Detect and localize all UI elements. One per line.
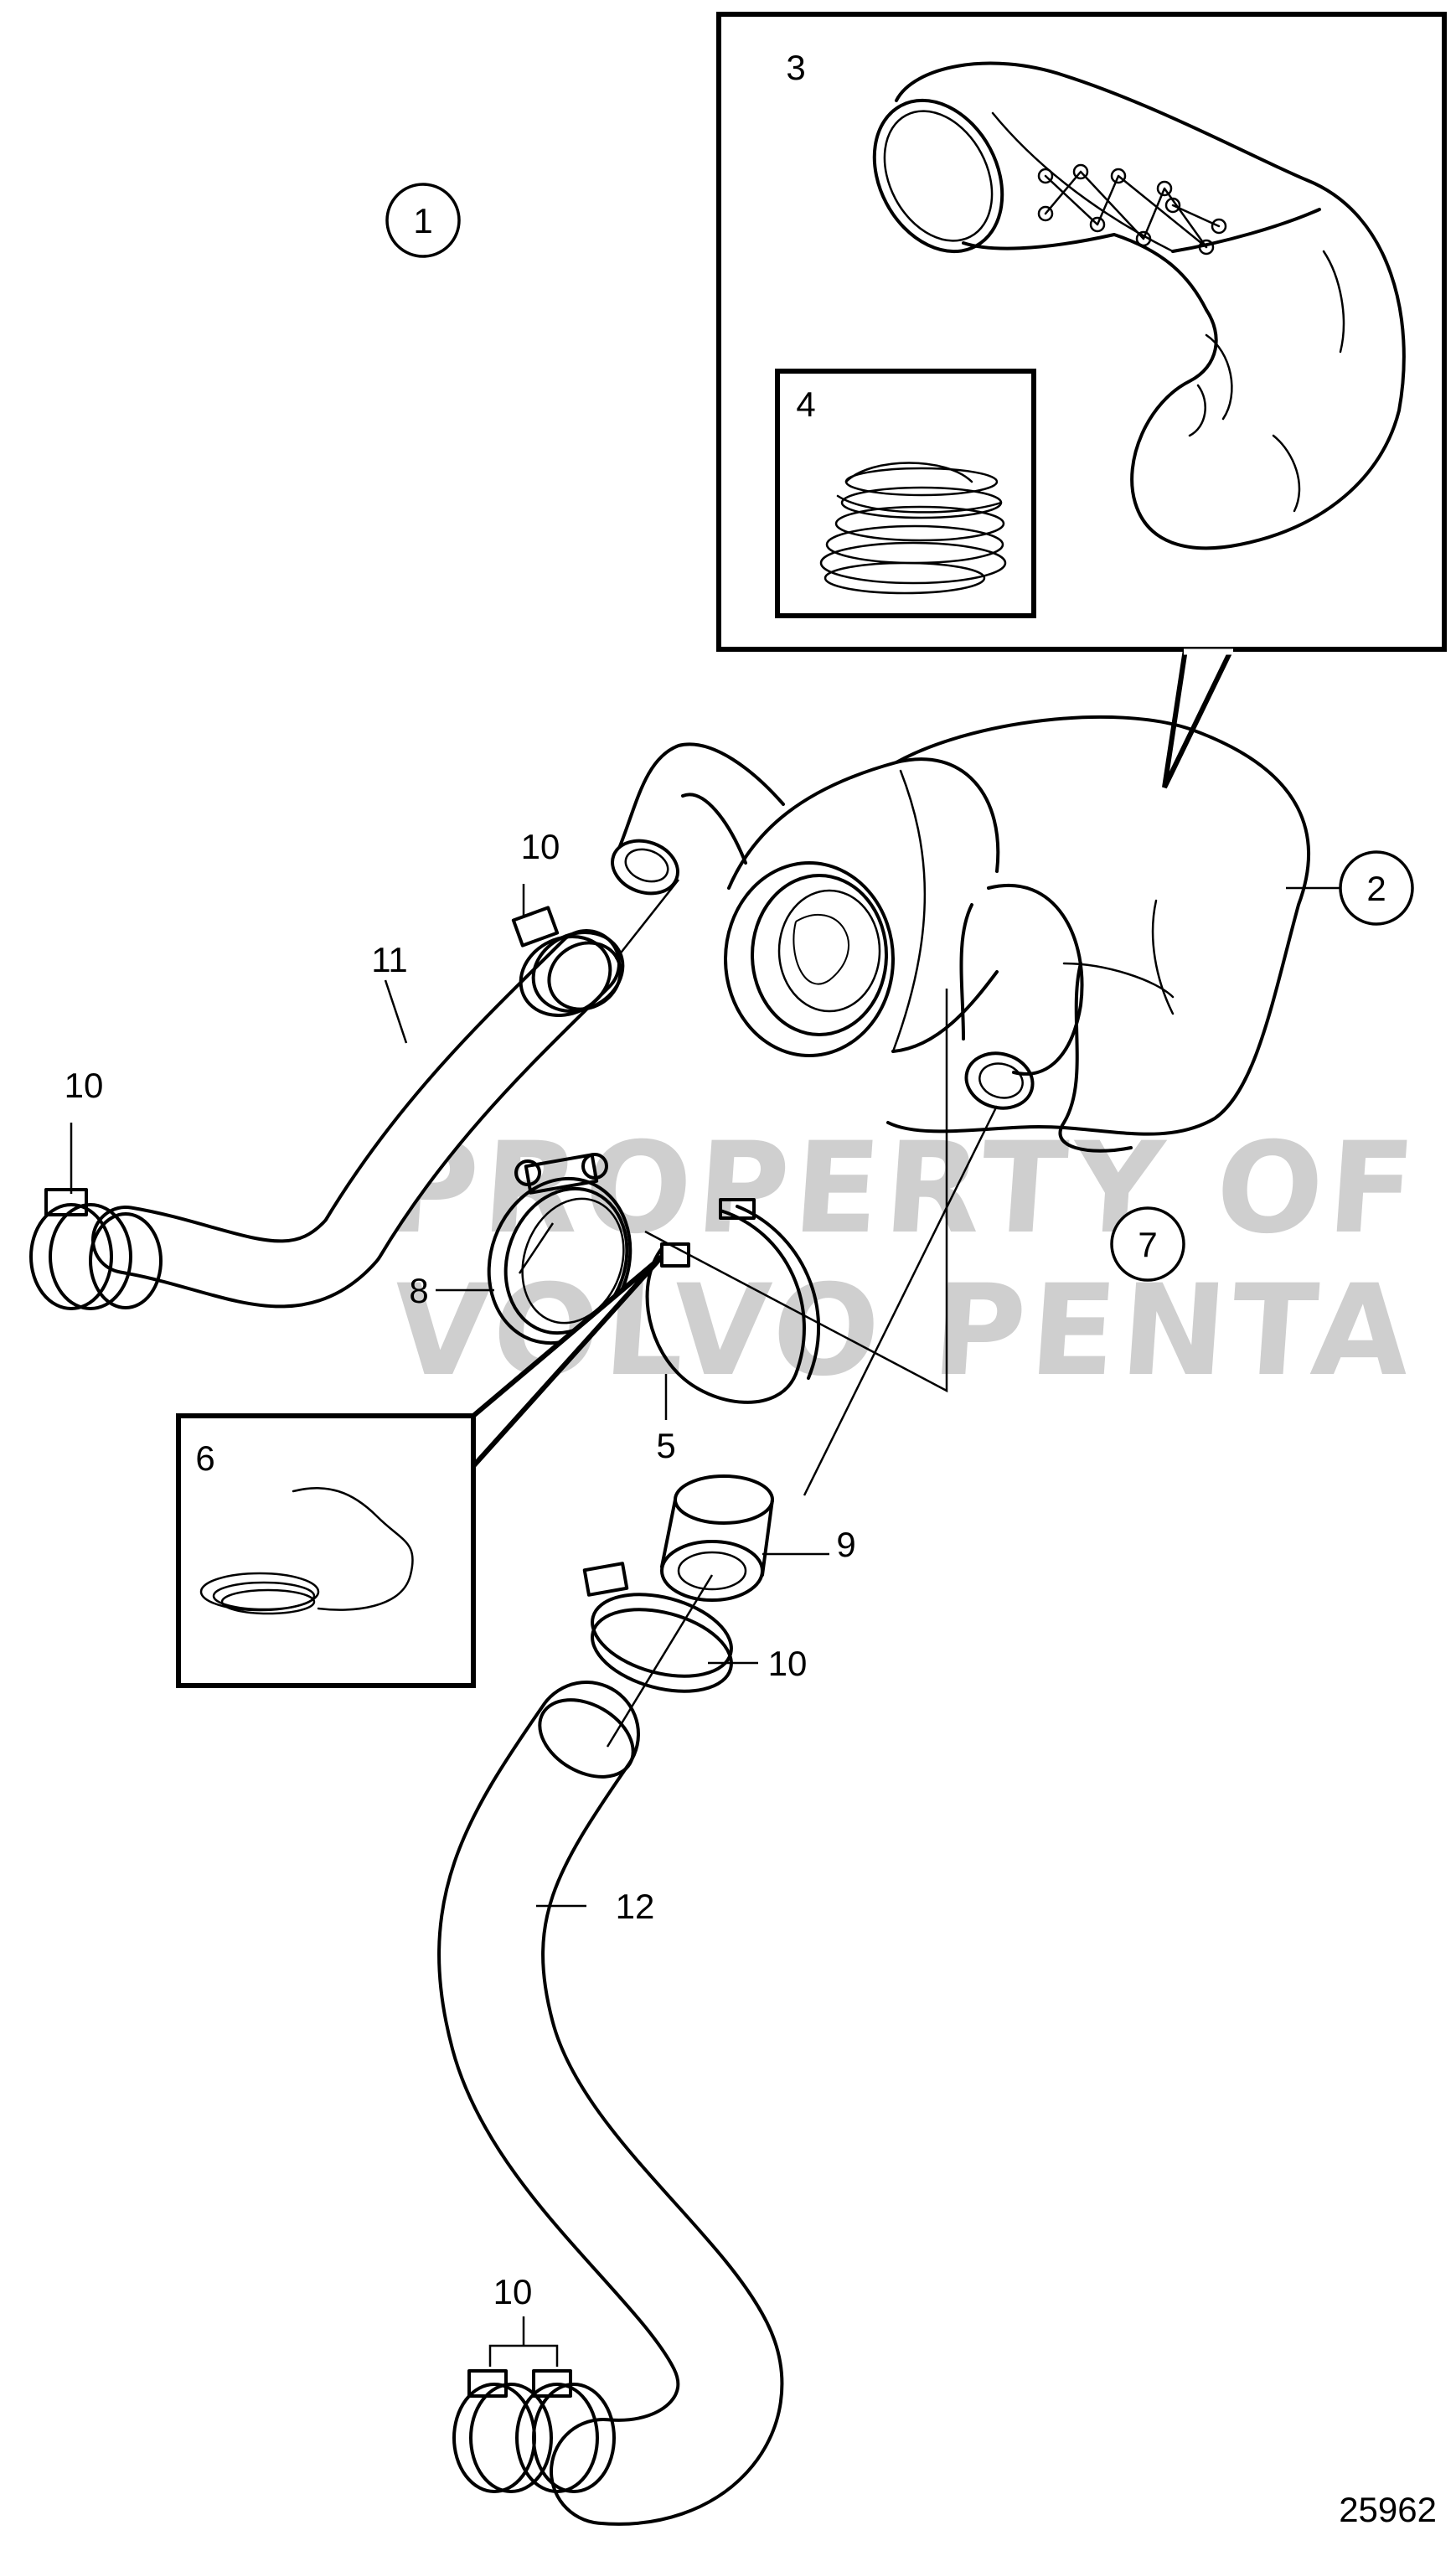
detail-frame-6 — [176, 1413, 476, 1688]
callout-6-label: 6 — [195, 1438, 214, 1478]
locking-wire-drawing — [199, 1487, 414, 1615]
callout-2-label: 2 — [1366, 869, 1386, 908]
callout-10-label-middle: 10 — [768, 1644, 808, 1683]
callout-10-label-left: 10 — [65, 1066, 104, 1105]
detail-frame-4 — [775, 369, 1036, 618]
hose-clamp-upper — [511, 906, 625, 1017]
callout-10-label-upper: 10 — [521, 827, 560, 866]
exhaust-elbow-assembly — [611, 715, 1310, 1153]
image-reference-number: 25962 — [1339, 2490, 1437, 2529]
callout-12-label: 12 — [616, 1887, 655, 1926]
watermark: PROPERTY OF VOLVO PENTA — [381, 1116, 1424, 1404]
detail-box-6 — [176, 1254, 664, 1688]
clamp-8 — [487, 1153, 632, 1345]
callout-1-label: 1 — [413, 201, 432, 240]
callout-2: 2 — [1339, 850, 1414, 926]
callout-8-label: 8 — [409, 1271, 428, 1310]
callout-7-label: 7 — [1138, 1225, 1157, 1264]
v-clamp-5 — [645, 1198, 821, 1404]
detail-pointer-3 — [1162, 647, 1236, 789]
hose-clamp-middle — [582, 1562, 733, 1693]
detail-box-3 — [716, 12, 1447, 789]
spring-drawing — [819, 462, 1007, 595]
callout-9-label: 9 — [836, 1525, 855, 1564]
callout-7: 7 — [1110, 1206, 1185, 1282]
hose-clamp-left — [29, 1188, 163, 1310]
callout-10-label-lower: 10 — [493, 2272, 533, 2311]
nipple-9 — [660, 1474, 774, 1602]
callout-11-label: 11 — [371, 940, 408, 979]
callout-4-label: 4 — [796, 385, 815, 424]
hose-clamp-lower-pair — [452, 2369, 616, 2493]
leader-lines — [70, 879, 1340, 2367]
callout-5-label: 5 — [656, 1426, 675, 1465]
callout-3-label: 3 — [786, 48, 805, 87]
detail-box-4 — [775, 369, 1036, 618]
jacket-lacing — [1037, 163, 1227, 256]
hose-12 — [437, 1681, 784, 2526]
insulation-jacket-drawing — [872, 61, 1406, 550]
watermark-line-1: PROPERTY OF — [381, 1116, 1424, 1262]
callout-1: 1 — [385, 183, 461, 258]
